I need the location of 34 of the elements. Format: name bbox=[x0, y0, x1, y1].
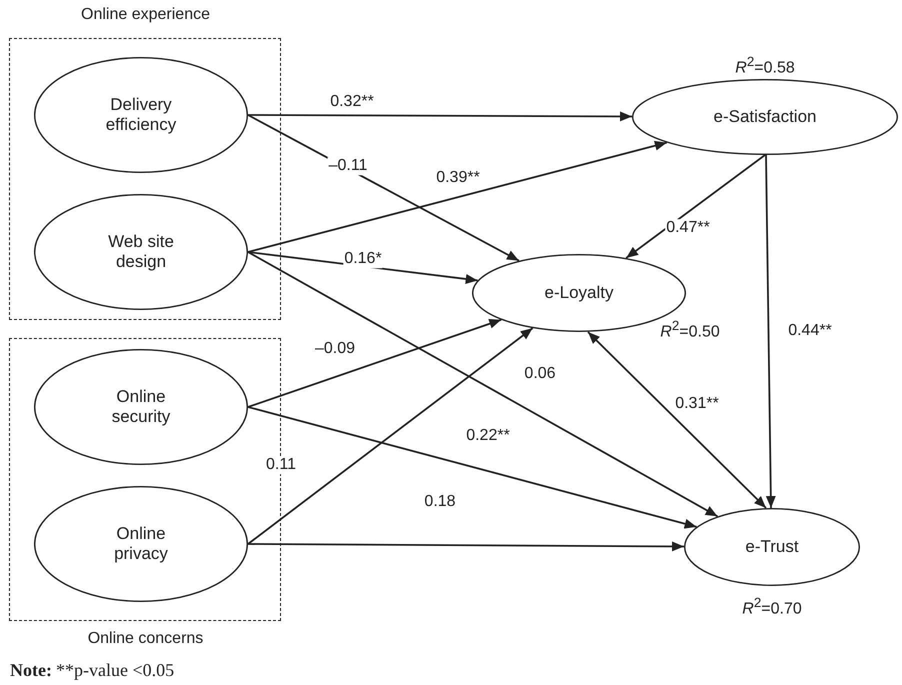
construct-name: e-Trust bbox=[745, 536, 799, 558]
path-arrow bbox=[248, 251, 718, 518]
path-coefficient: 0.16* bbox=[343, 250, 383, 268]
path-coefficient: –0.11 bbox=[328, 157, 368, 175]
construct-ellipse bbox=[34, 57, 248, 173]
construct-ellipse bbox=[34, 349, 248, 465]
construct-name: Online security bbox=[110, 386, 172, 428]
path-arrow bbox=[765, 154, 776, 508]
construct-name: e-Loyalty bbox=[544, 282, 614, 304]
group-heading: Online concerns bbox=[86, 630, 204, 648]
r-squared-label: R$^{2}$=0.50 bbox=[660, 319, 720, 341]
note-text: **p-value <0.05 bbox=[56, 660, 174, 680]
construct-name: Web site design bbox=[107, 232, 175, 272]
path-arrow bbox=[248, 541, 684, 552]
r-squared-label: R$^{2}$=0.58 bbox=[735, 55, 795, 77]
note-heading: Note: bbox=[10, 660, 52, 680]
path-arrow bbox=[248, 406, 697, 529]
path-arrow bbox=[248, 111, 632, 122]
path-arrow bbox=[587, 331, 767, 509]
group-heading: Online experience bbox=[80, 6, 211, 24]
path-arrow bbox=[247, 327, 534, 545]
r-squared-label: R$^{2}$=0.70 bbox=[742, 596, 802, 618]
construct-ellipse bbox=[684, 508, 860, 586]
construct-ellipse bbox=[632, 79, 898, 155]
path-arrow bbox=[248, 318, 502, 408]
construct-name: Online privacy bbox=[113, 524, 169, 564]
construct-name: Delivery efficiency bbox=[104, 94, 178, 136]
path-arrow bbox=[626, 154, 766, 259]
construct-name: e-Satisfaction bbox=[714, 106, 816, 128]
path-coefficient: 0.11 bbox=[265, 456, 297, 474]
construct-ellipse bbox=[34, 194, 248, 310]
construct-ellipse bbox=[34, 486, 248, 602]
path-arrow bbox=[248, 114, 520, 262]
path-arrow bbox=[248, 140, 668, 253]
